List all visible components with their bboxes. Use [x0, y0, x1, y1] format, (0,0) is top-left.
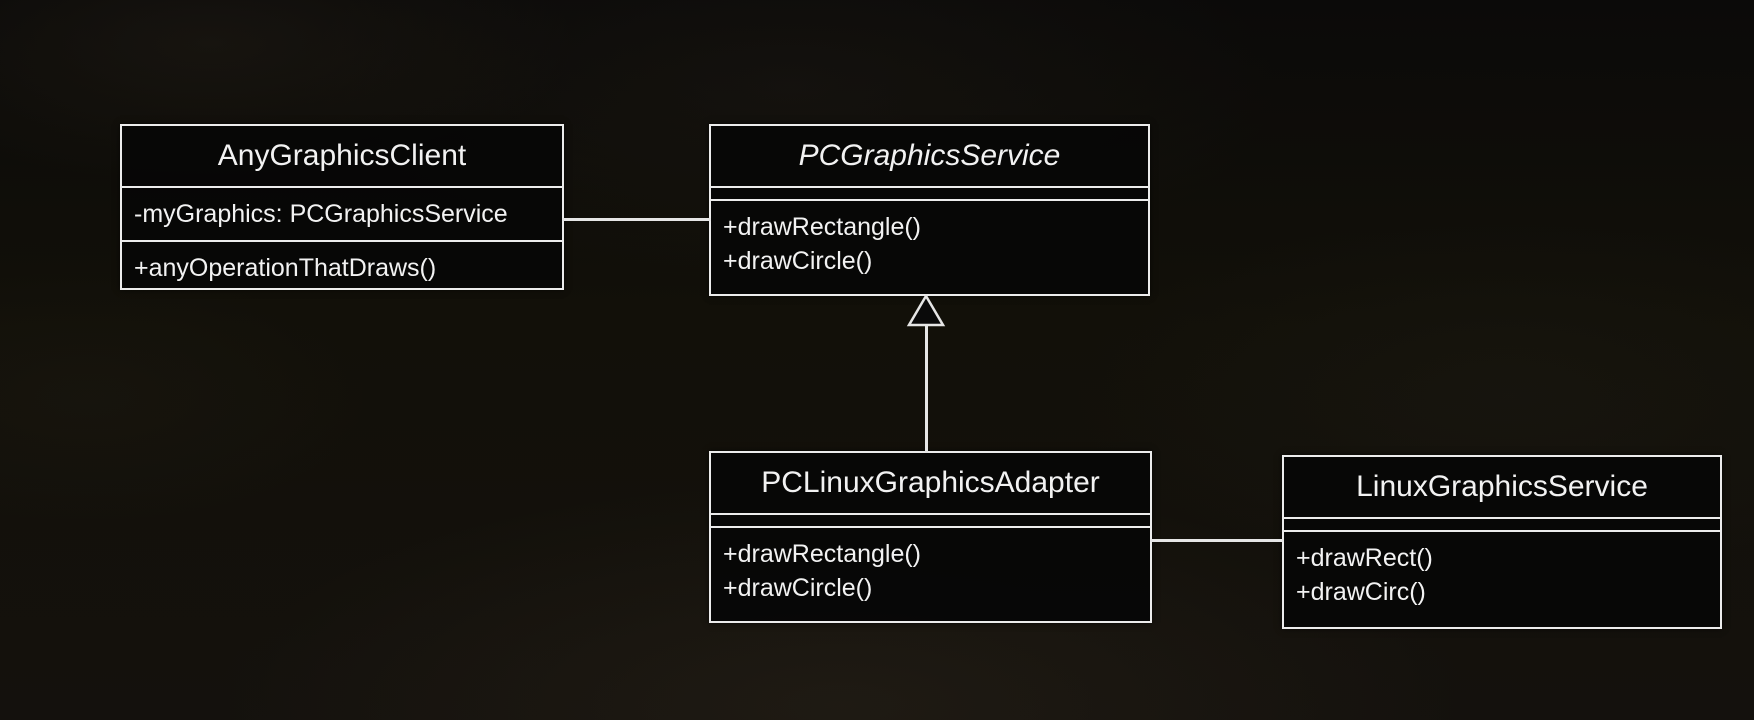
method-row: +drawCircle() — [723, 247, 873, 275]
class-attributes-compartment: -myGraphics: PCGraphicsService — [122, 188, 562, 242]
class-methods-compartment: +drawRectangle() +drawCircle() — [711, 528, 1150, 621]
method-row: +drawRectangle() — [723, 540, 922, 568]
class-methods-compartment: +drawRect() +drawCirc() — [1284, 532, 1720, 627]
uml-class-pc-linux-graphics-adapter: PCLinuxGraphicsAdapter +drawRectangle() … — [709, 451, 1152, 623]
uml-class-pc-graphics-service: PCGraphicsService +drawRectangle() +draw… — [709, 124, 1150, 296]
uml-class-linux-graphics-service: LinuxGraphicsService +drawRect() +drawCi… — [1282, 455, 1722, 629]
class-attributes-compartment-empty — [1284, 519, 1720, 532]
class-title: PCLinuxGraphicsAdapter — [711, 453, 1150, 515]
class-attributes-compartment-empty — [711, 188, 1148, 201]
class-methods-compartment: +anyOperationThatDraws() — [122, 242, 562, 294]
class-title: LinuxGraphicsService — [1284, 457, 1720, 519]
method-row: +drawCirc() — [1296, 578, 1426, 606]
uml-class-any-graphics-client: AnyGraphicsClient -myGraphics: PCGraphic… — [120, 124, 564, 290]
method-row: +drawRectangle() — [723, 213, 922, 241]
association-line-adapter-to-linux-service — [1150, 539, 1284, 542]
method-row: +anyOperationThatDraws() — [134, 254, 437, 282]
hollow-triangle-arrowhead-icon — [906, 294, 946, 327]
attribute-row: -myGraphics: PCGraphicsService — [134, 200, 508, 228]
association-line-client-to-service — [562, 218, 711, 221]
method-row: +drawRect() — [1296, 544, 1433, 572]
method-row: +drawCircle() — [723, 574, 873, 602]
generalization-line-adapter-to-service — [925, 326, 928, 453]
class-title: AnyGraphicsClient — [122, 126, 562, 188]
class-attributes-compartment-empty — [711, 515, 1150, 528]
class-methods-compartment: +drawRectangle() +drawCircle() — [711, 201, 1148, 294]
class-title: PCGraphicsService — [711, 126, 1148, 188]
